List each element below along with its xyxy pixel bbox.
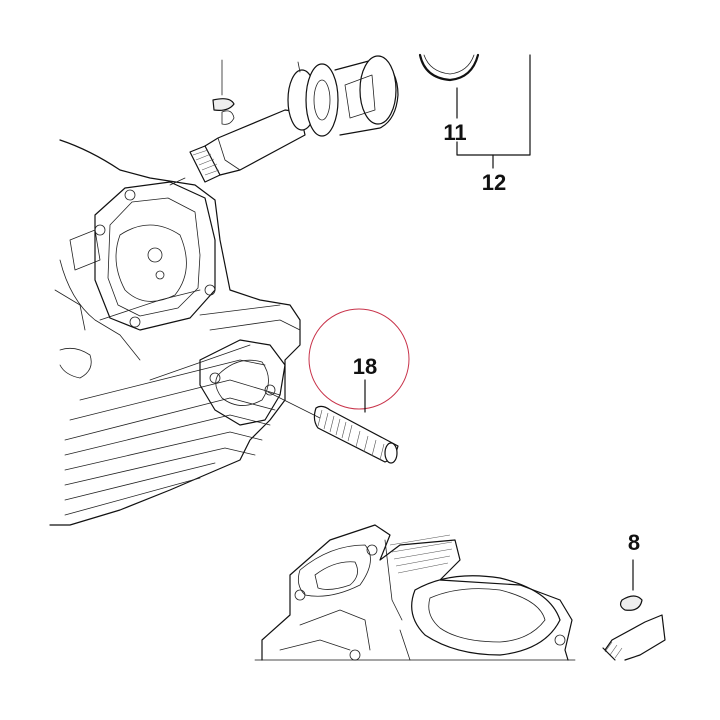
lower-head-assembly [254,524,576,661]
callout-18: 18 [353,354,377,379]
stud-part-18 [267,391,399,464]
highlight-circle [308,308,410,410]
leader-lines-11-12 [456,54,531,169]
camshaft-assembly [169,55,399,186]
callout-12: 12 [482,170,506,195]
callout-11: 11 [443,120,466,145]
cylinder-head [49,139,301,526]
key-part-8 [602,559,666,661]
callout-8: 8 [628,530,640,555]
o-ring-part-11 [418,53,480,82]
